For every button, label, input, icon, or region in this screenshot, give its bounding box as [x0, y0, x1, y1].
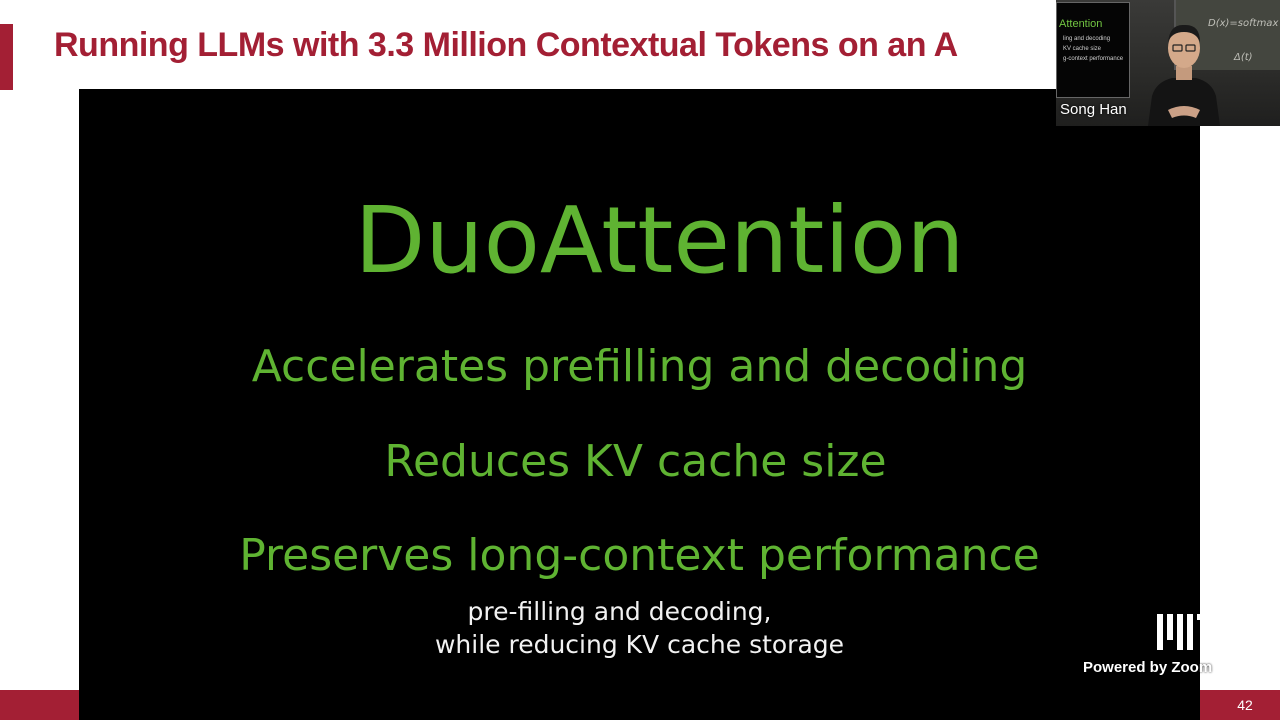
video-subtitle-line-1: pre-filling and decoding, [467, 597, 772, 626]
speaker-figure [1148, 24, 1220, 126]
video-headline: DuoAttention [354, 187, 965, 294]
monitor-line-2: KV cache size [1063, 46, 1102, 52]
video-bullet-3: Preserves long-context performance [239, 530, 1040, 581]
video-subtitle-line-2: while reducing KV cache storage [434, 630, 845, 659]
video-bullet-1: Accelerates prefilling and decoding [251, 341, 1028, 392]
slide-title: Running LLMs with 3.3 Million Contextual… [54, 26, 958, 64]
video-bullet-2: Reduces KV cache size [384, 436, 887, 487]
shared-video: DuoAttention Accelerates prefilling and … [79, 89, 1200, 720]
footer-bar-right [1200, 690, 1280, 720]
monitor-line-1: ling and decoding [1063, 36, 1111, 42]
speaker-name: Song Han [1060, 101, 1127, 118]
page-number: 42 [1237, 697, 1253, 713]
speaker-video-thumbnail[interactable]: Attention ling and decoding KV cache siz… [1056, 0, 1280, 126]
monitor-title: Attention [1059, 18, 1103, 30]
video-subtitle: pre-filling and decoding, while reducing… [79, 595, 1200, 661]
title-accent-bar [0, 24, 13, 90]
mit-logo-icon [1157, 614, 1231, 650]
monitor-line-3: g-context performance [1063, 56, 1124, 62]
footer-bar-left [0, 690, 79, 720]
background-monitor: Attention ling and decoding KV cache siz… [1056, 2, 1130, 98]
board-text-1: D(x)=softmax [1208, 18, 1279, 29]
powered-by-zoom-text: Powered by Zoom [1083, 659, 1213, 676]
board-text-2: Δ(t) [1234, 52, 1253, 63]
